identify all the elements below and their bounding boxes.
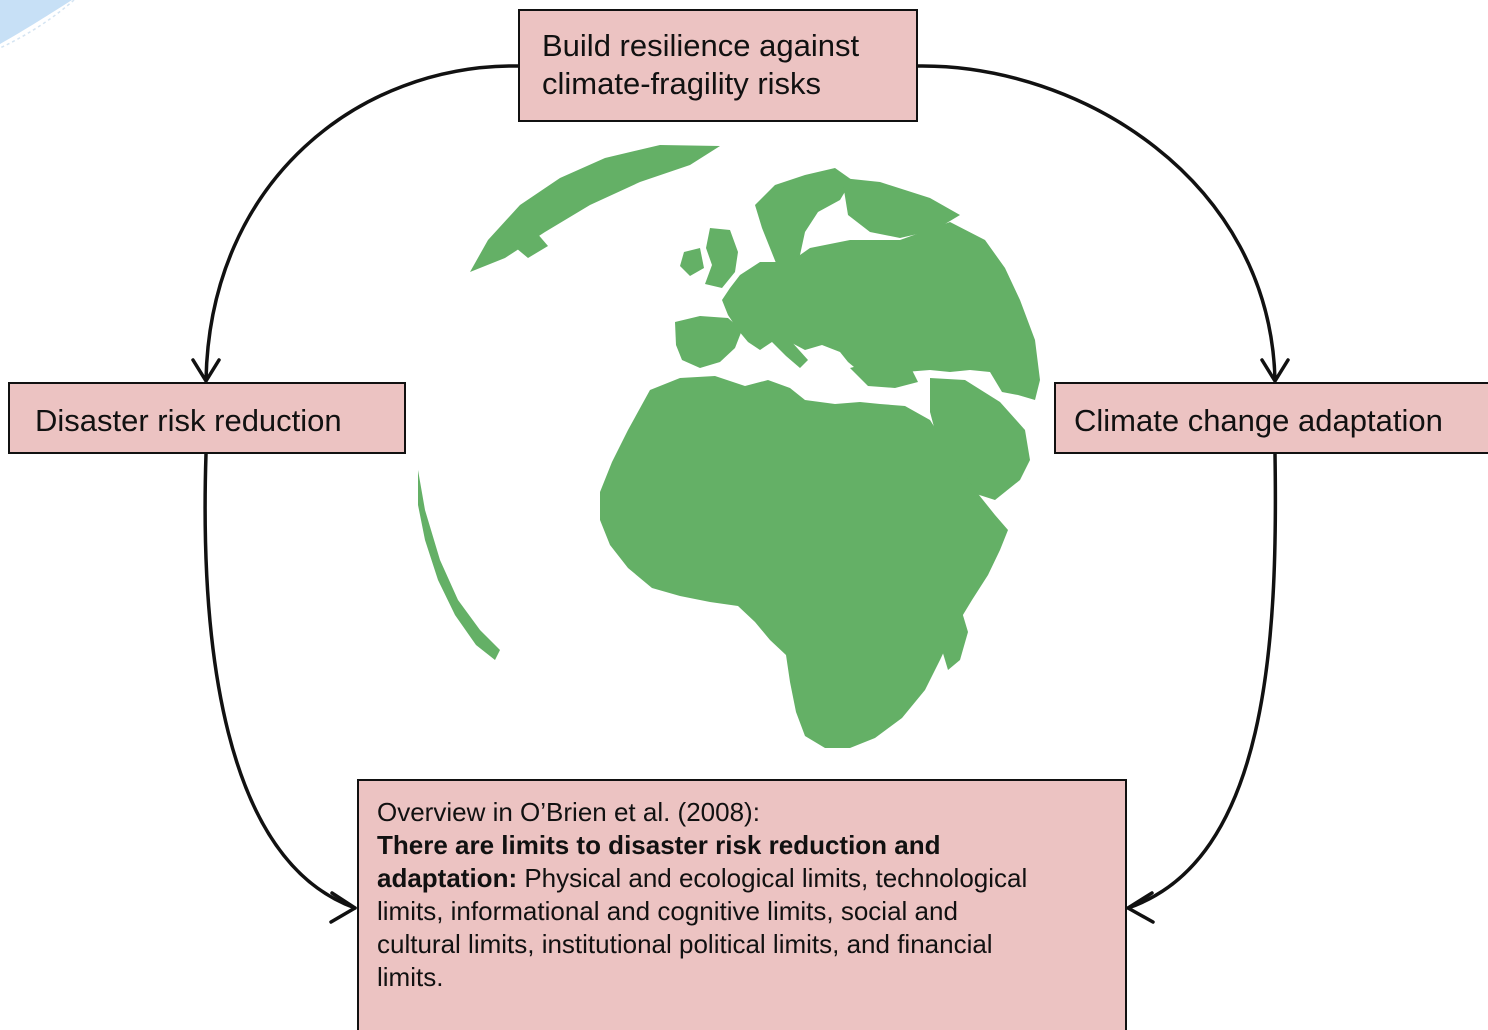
arrowhead-bottom-left (329, 891, 357, 924)
ireland-shape (680, 248, 704, 276)
arrows (191, 64, 1290, 924)
corner-swirl-decoration (0, 0, 75, 49)
climate-change-adaptation-box: Climate change adaptation (1054, 382, 1488, 454)
italy-shape (760, 318, 808, 368)
arctic-island-shape (516, 232, 548, 258)
limits-heading-part-1: There are limits to disaster risk reduct… (377, 830, 941, 860)
south-america-edge-shape (418, 470, 500, 660)
limits-text-line-3: limits, informational and cognitive limi… (377, 896, 958, 926)
iberia-shape (675, 316, 742, 368)
resilience-goal-line-1: Build resilience against (542, 28, 860, 63)
overview-citation: Overview in O’Brien et al. (2008): (377, 797, 760, 827)
great-britain-shape (705, 228, 738, 288)
arrow-top-to-left (204, 64, 520, 382)
arrow-top-to-right (916, 64, 1277, 382)
africa-shape (600, 376, 1008, 748)
resilience-goal-line-2: climate-fragility risks (542, 66, 822, 101)
arrowhead-bottom-right (1126, 891, 1155, 924)
limits-heading-part-2: adaptation: (377, 863, 518, 893)
climate-change-adaptation-label: Climate change adaptation (1074, 403, 1443, 438)
eurasia-shape (722, 222, 1040, 400)
disaster-risk-reduction-label: Disaster risk reduction (35, 403, 342, 438)
madagascar-shape (942, 612, 968, 670)
russia-north-shape (842, 178, 960, 238)
limits-text-line-5: limits. (377, 962, 444, 992)
anatolia-shape (850, 360, 918, 388)
limits-text-line-4: cultural limits, institutional political… (377, 929, 993, 959)
disaster-risk-reduction-box: Disaster risk reduction (8, 382, 406, 454)
arrowhead-left-box (191, 358, 221, 383)
arrow-right-to-bottom (1126, 452, 1278, 910)
arrow-left-to-bottom (203, 452, 357, 910)
resilience-goal-box: Build resilience against climate-fragili… (518, 9, 918, 122)
limits-overview-box: Overview in O’Brien et al. (2008): There… (357, 779, 1127, 1030)
earth-globe-icon (418, 145, 1040, 748)
arrowhead-right-box (1260, 358, 1290, 383)
greenland-shape (470, 145, 720, 272)
limits-text-line-2: Physical and ecological limits, technolo… (517, 863, 1028, 893)
scandinavia-shape (755, 168, 852, 272)
